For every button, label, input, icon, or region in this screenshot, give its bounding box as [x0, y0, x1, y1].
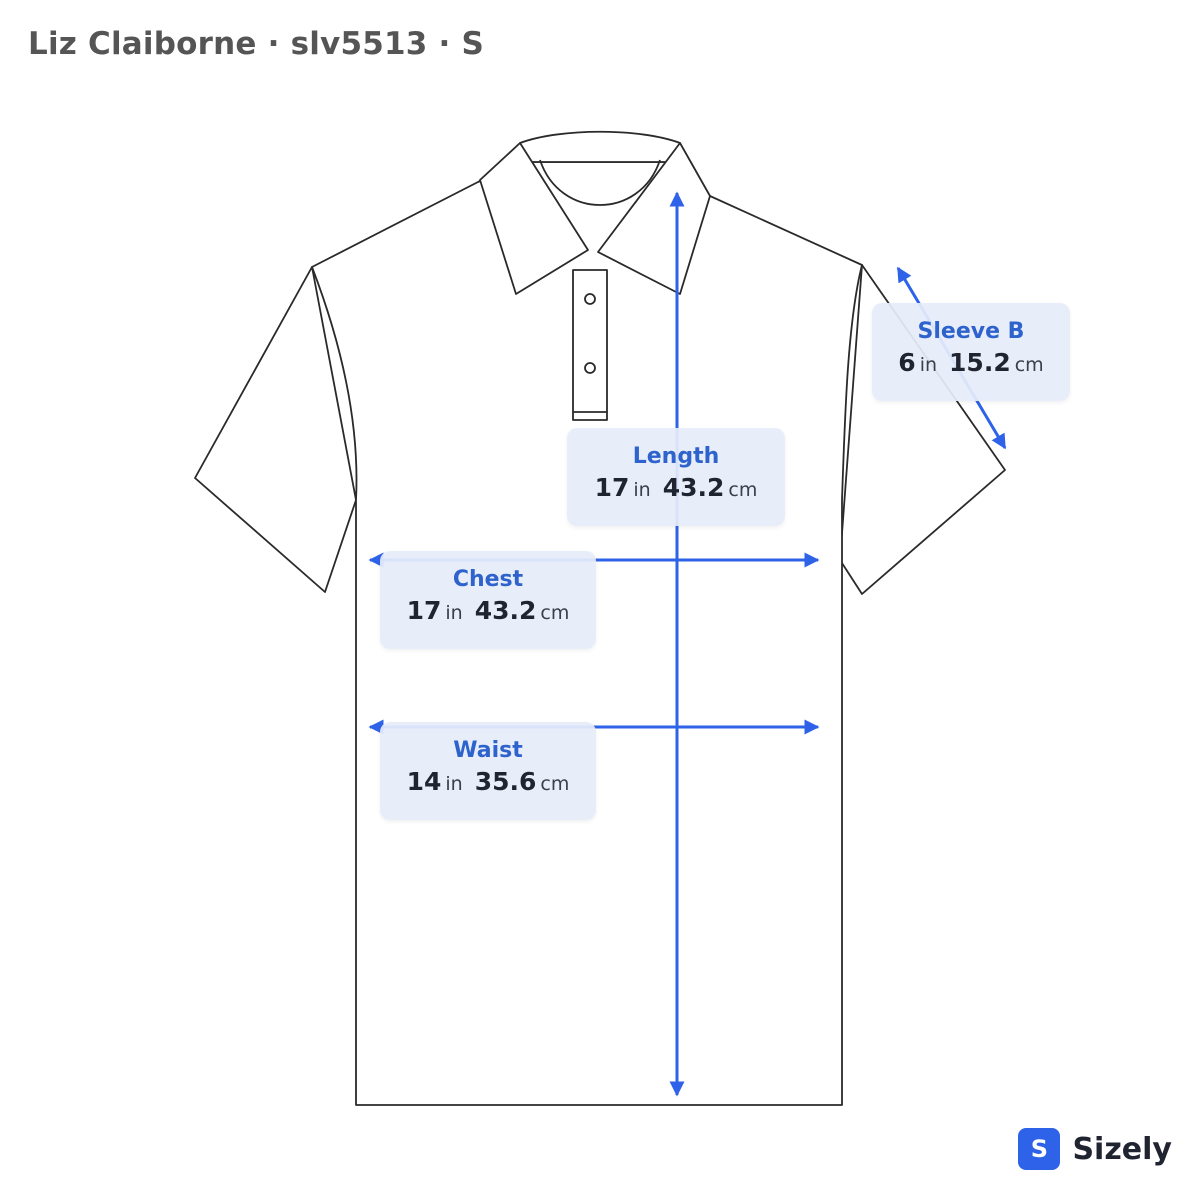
waist-name: Waist — [453, 738, 523, 763]
length-cm-value: 43.2 — [662, 473, 725, 502]
collar-left — [479, 142, 589, 295]
length-cm-unit: cm — [728, 479, 758, 501]
chest-cm-unit: cm — [540, 602, 570, 624]
button-bottom — [584, 362, 596, 374]
page-title: Liz Claiborne · slv5513 · S — [28, 26, 485, 62]
button-top — [584, 293, 596, 305]
length-name: Length — [632, 444, 720, 469]
sleeve-b-cm-unit: cm — [1014, 354, 1044, 376]
sleeve-b-in-value: 6 — [898, 348, 916, 377]
brand-logo: S Sizely — [1018, 1128, 1172, 1170]
waist-in-value: 14 — [406, 767, 442, 796]
neckline — [539, 159, 661, 206]
brand-name: Sizely — [1072, 1131, 1172, 1167]
length-in-value: 17 — [594, 473, 630, 502]
collar-back — [519, 130, 681, 163]
chest-in-value: 17 — [406, 596, 442, 625]
placket — [572, 269, 608, 421]
left-sleeve — [194, 266, 357, 593]
chest-cm-value: 43.2 — [474, 596, 537, 625]
waist-cm-value: 35.6 — [474, 767, 537, 796]
chest-name: Chest — [452, 567, 524, 592]
sizely-logo-icon: S — [1018, 1128, 1061, 1170]
shirt-outline — [194, 130, 1006, 1106]
length-in-unit: in — [633, 479, 651, 501]
waist-cm-unit: cm — [540, 773, 570, 795]
sleeve-b-in-unit: in — [919, 354, 938, 376]
sleeve-b-name: Sleeve B — [917, 319, 1025, 344]
chest-in-unit: in — [445, 602, 463, 624]
waist-in-unit: in — [445, 773, 463, 795]
sleeve-b-cm-value: 15.2 — [949, 348, 1011, 377]
